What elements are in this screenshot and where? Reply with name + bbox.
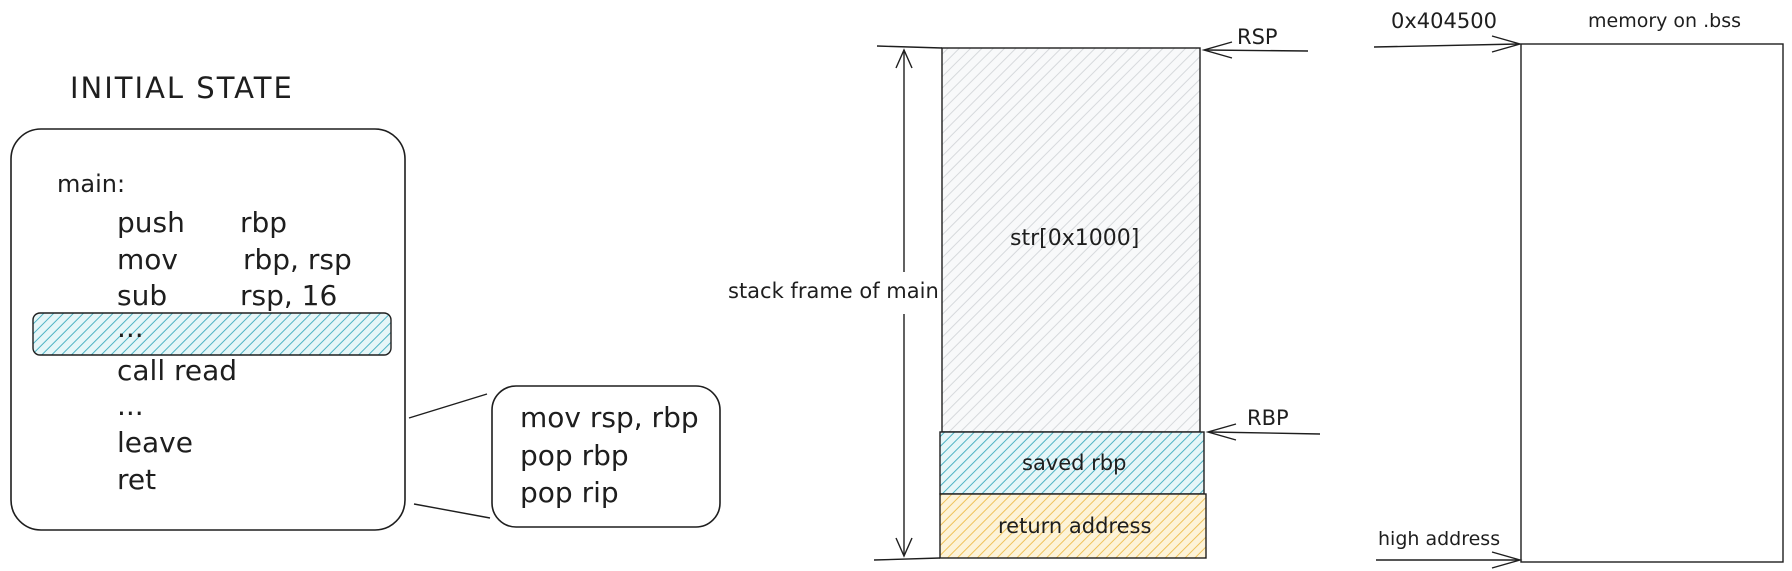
saved-rbp-block [939,431,1205,495]
bss-memory-block [1520,43,1784,563]
frame-bottom-line [873,557,941,561]
frame-top-line [876,45,943,49]
function-label: main: [57,170,126,198]
code-op-5: call read [117,354,238,387]
bss-title: memory on .bss [1588,10,1742,32]
highlighted-line [32,312,392,356]
high-address-label: high address [1378,528,1501,550]
code-args-3: rsp, 16 [240,279,338,312]
code-op-4: ... [117,311,144,344]
code-args-2: rbp, rsp [243,243,352,276]
leave-expansion-line-1: mov rsp, rbp [520,401,699,434]
frame-arrow-head-bottom [895,537,913,558]
code-op-7: leave [117,426,193,459]
return-address-label: return address [998,514,1152,538]
rsp-arrow-head [1201,41,1233,59]
bss-address-arrow-head [1491,35,1523,53]
code-op-3: sub [117,279,168,312]
rbp-arrow-head [1205,423,1237,441]
return-address-block [939,493,1207,559]
rsp-arrow-line [1204,49,1309,52]
leave-expansion-line-3: pop rip [520,476,619,509]
bss-address-arrow-line [1373,43,1519,48]
buffer-label: str[0x1000] [1010,226,1140,251]
frame-arrow-head-top [895,48,913,69]
leave-expansion-line-2: pop rbp [520,439,629,472]
code-panel-box [10,128,406,531]
popup-connector-top [408,393,488,419]
rbp-label: RBP [1247,406,1289,430]
code-op-1: push [117,206,185,239]
popup-connector-bottom [413,503,491,519]
code-op-6: ... [117,389,144,422]
code-args-1: rbp [240,206,288,239]
leave-expansion-box [491,385,721,528]
bss-address-label: 0x404500 [1391,9,1497,33]
high-address-arrow-head [1491,551,1523,569]
diagram-title: INITIAL STATE [70,71,294,105]
code-op-8: ret [117,463,157,496]
rbp-arrow-line [1209,431,1321,435]
code-op-2: mov [117,243,178,276]
rsp-label: RSP [1237,25,1278,49]
stack-buffer-block [941,47,1201,433]
stack-frame-label: stack frame of main [728,279,939,303]
saved-rbp-label: saved rbp [1022,451,1127,475]
